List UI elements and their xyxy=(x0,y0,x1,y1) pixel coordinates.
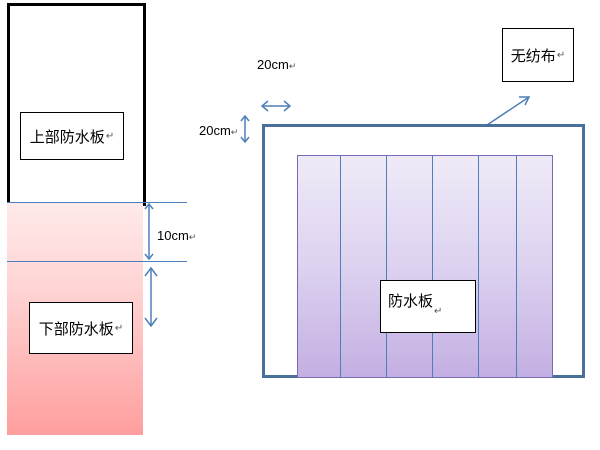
upper-board-label-box: 上部防水板↵ xyxy=(20,112,124,160)
board-seam xyxy=(432,155,433,378)
paragraph-mark-icon: ↵ xyxy=(434,305,443,317)
paragraph-mark-icon: ↵ xyxy=(114,322,124,334)
paragraph-mark-icon: ↵ xyxy=(105,130,115,142)
top-20cm-label: 20cm↵ xyxy=(257,57,297,72)
fabric-label: 无纺布 xyxy=(510,46,556,65)
board-label: 防水板 xyxy=(388,292,434,310)
upper-board-label: 上部防水板 xyxy=(29,127,105,146)
board-label-box: 防水板↵ xyxy=(380,280,476,333)
fabric-pointer-arrow-icon xyxy=(486,96,531,126)
horizontal-20cm-arrow-icon xyxy=(260,100,292,112)
lower-dimension-arrow-icon xyxy=(144,266,158,328)
overlap-dimension-icon xyxy=(144,202,154,261)
overlap-top-line xyxy=(7,202,187,203)
paragraph-mark-icon: ↵ xyxy=(188,232,197,242)
upper-waterproof-board xyxy=(7,3,146,206)
waterproof-board xyxy=(297,155,553,378)
board-seam xyxy=(386,155,387,378)
paragraph-mark-icon: ↵ xyxy=(288,61,297,71)
overlap-bottom-line xyxy=(7,261,187,262)
board-seam xyxy=(516,155,517,378)
side-20cm-label: 20cm↵ xyxy=(199,123,239,138)
board-seam xyxy=(478,155,479,378)
vertical-20cm-arrow-icon xyxy=(240,114,250,144)
lower-board-label-box: 下部防水板↵ xyxy=(29,302,133,354)
paragraph-mark-icon: ↵ xyxy=(556,49,566,61)
lower-board-label: 下部防水板 xyxy=(38,319,114,338)
board-seam xyxy=(340,155,341,378)
paragraph-mark-icon: ↵ xyxy=(230,127,239,137)
overlap-dimension-label: 10cm↵ xyxy=(157,228,197,243)
fabric-label-box: 无纺布↵ xyxy=(502,28,574,82)
